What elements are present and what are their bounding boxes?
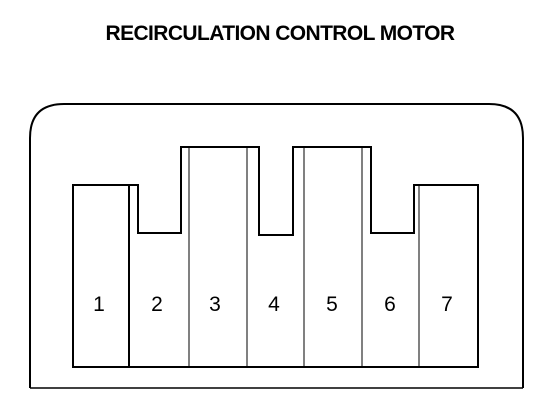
pin-label-5: 5 xyxy=(326,293,338,316)
connector-housing xyxy=(29,103,524,388)
pin-label-3: 3 xyxy=(209,293,221,316)
pin-label-7: 7 xyxy=(441,293,453,316)
pin-label-6: 6 xyxy=(384,293,396,316)
pin-label-2: 2 xyxy=(151,293,163,316)
pin-label-4: 4 xyxy=(268,293,280,316)
pin-label-1: 1 xyxy=(93,293,105,316)
diagram-title: RECIRCULATION CONTROL MOTOR xyxy=(105,22,456,45)
terminal-block-outline xyxy=(72,146,479,368)
